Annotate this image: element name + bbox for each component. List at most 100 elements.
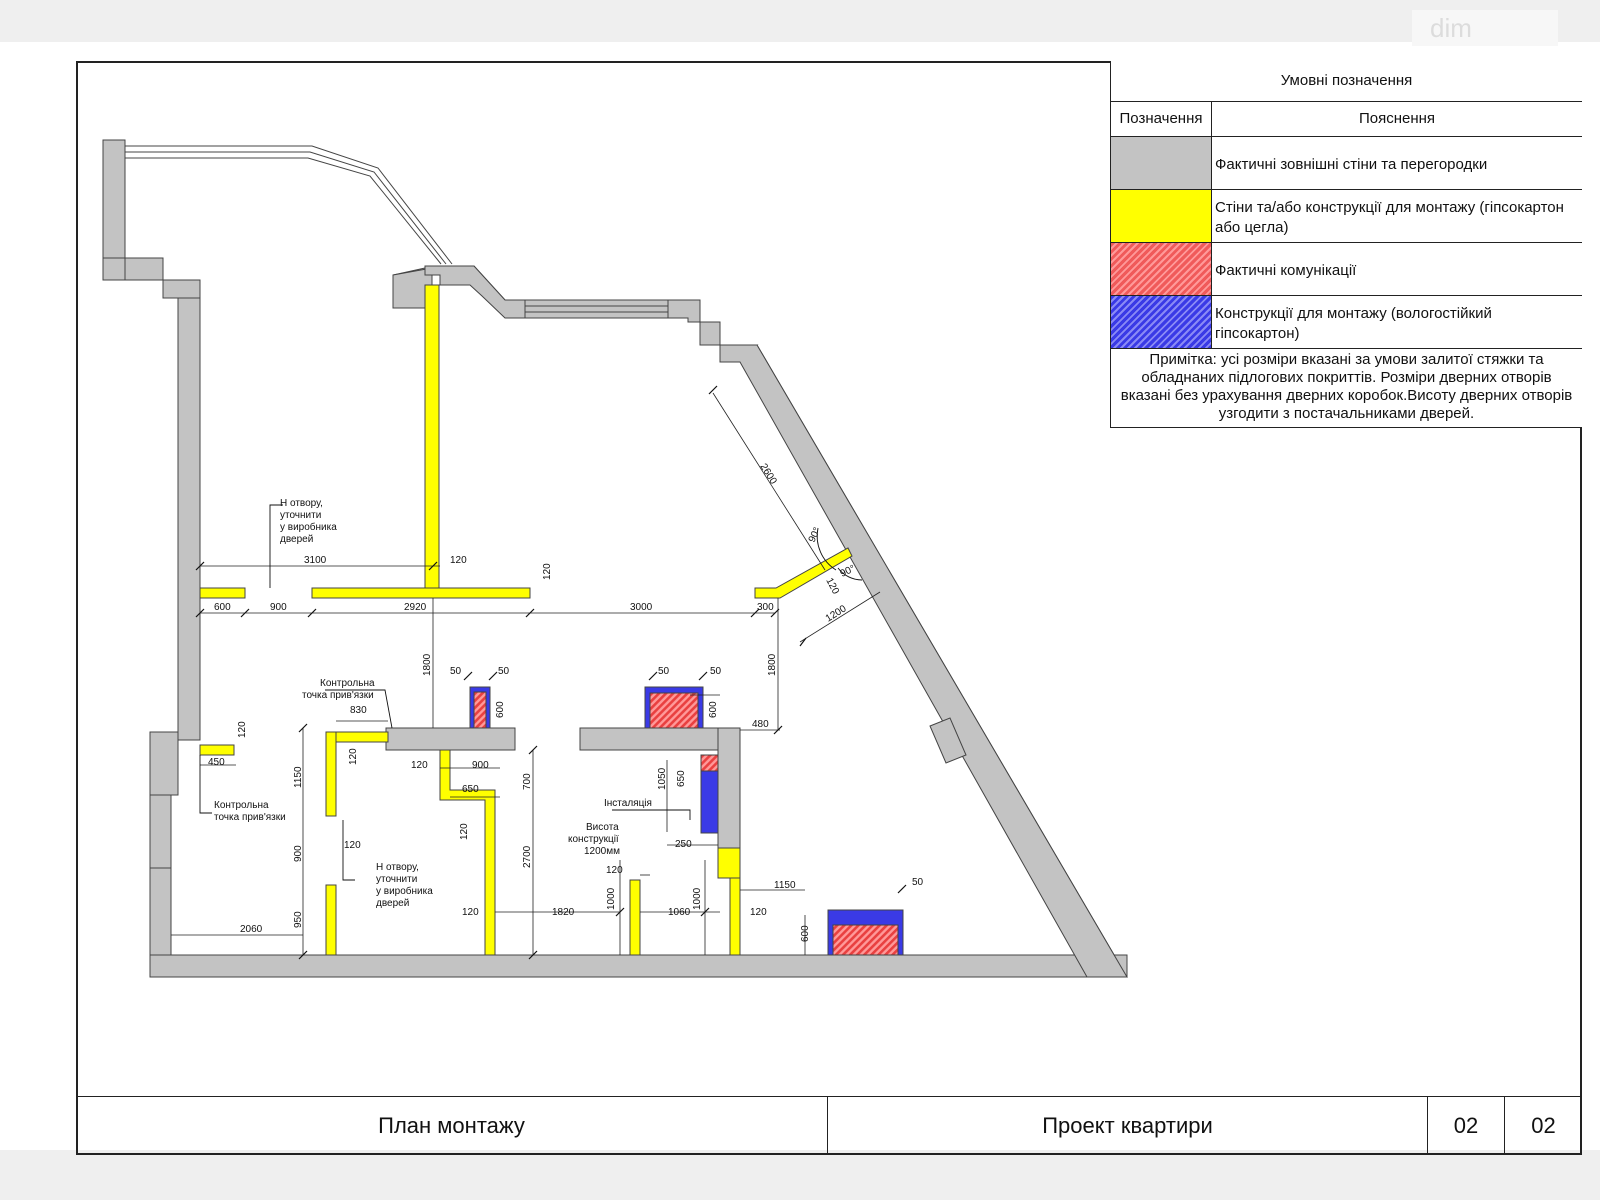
note-control-point: Контрольна [214,800,269,811]
dim-480: 480 [752,719,769,730]
dim-650: 650 [676,770,687,787]
dim-600: 600 [214,602,231,613]
legend-swatch-blue [1111,296,1212,348]
legend-table: Умовні позначення Позначення Пояснення Ф… [1110,61,1582,428]
note-door-height: уточнити [280,510,321,521]
legend-note: Примітка: усі розміри вказані за умови з… [1120,351,1573,422]
dim-600: 600 [800,925,811,942]
dim-120: 120 [750,907,767,918]
note-door-height: дверей [376,898,409,909]
dim-50: 50 [912,877,924,888]
outer-wall-segments [102,139,1128,978]
dim-120: 120 [450,555,467,566]
legend-header: Позначення Пояснення [1111,102,1582,137]
dim-50: 50 [450,666,462,677]
dim-120: 120 [462,907,479,918]
legend-swatch-yellow [1111,190,1212,242]
dim-2700: 2700 [522,845,533,868]
dim-3000: 3000 [630,602,653,613]
legend-swatch-red [1111,243,1212,295]
dim-120: 120 [823,576,841,596]
dim-1200: 1200 [824,603,849,624]
legend-col-symbol: Позначення [1111,102,1212,136]
note-control-point: точка прив'язки [302,690,374,701]
dimension-ticks [195,385,907,960]
dim-2600: 2600 [757,462,778,487]
sheet-title: План монтажу [76,1097,828,1155]
dim-900: 900 [472,760,489,771]
bottom-band [0,1150,1600,1200]
dim-120: 120 [411,760,428,771]
dim-1150: 1150 [774,880,796,891]
dim-900: 900 [293,845,304,862]
legend-desc: Конструкції для монтажу (вологостійкий г… [1215,304,1492,342]
dim-angle: 90° [839,563,857,579]
utilities [469,686,904,956]
note-door-height: дверей [280,534,313,545]
dim-50: 50 [658,666,670,677]
dim-450: 450 [208,757,225,768]
dim-angle: 90° [807,526,823,544]
dim-1150: 1150 [293,766,304,788]
note-control-point: Контрольна [320,678,375,689]
legend-row: Конструкції для монтажу (вологостійкий г… [1111,296,1582,349]
dim-830: 830 [350,705,367,716]
drawing-sheet [76,61,1582,1155]
dim-1000: 1000 [692,887,703,910]
project-name: Проект квартири [828,1097,1428,1155]
dim-50: 50 [498,666,510,677]
legend-row: Фактичні комунікації [1111,243,1582,296]
note-door-height: у виробника [376,885,433,897]
install-walls [199,284,853,956]
dim-1800: 1800 [767,653,778,676]
dim-250: 250 [675,839,692,850]
note-door-height: Н отвору, [376,862,419,873]
dim-3100: 3100 [304,555,327,566]
windows [125,145,669,869]
dim-2920: 2920 [404,602,427,613]
note-structure-height: конструкції [568,834,619,845]
dim-120: 120 [459,823,470,840]
watermark-logo: dim [1412,10,1558,46]
legend-desc: Стіни та/або конструкції для монтажу (гі… [1215,198,1564,236]
dimension-labels: 3100 120 120 600 900 2920 3000 300 2600 … [208,462,924,942]
legend-desc: Фактичні комунікації [1215,261,1357,279]
dimension-lines [171,392,881,955]
dim-120: 120 [542,563,553,580]
legend-row: Стіни та/або конструкції для монтажу (гі… [1111,190,1582,243]
dim-700: 700 [522,773,533,790]
note-installation: Інсталяція [604,798,652,809]
dim-900: 900 [270,602,287,613]
dim-1060: 1060 [668,907,691,918]
legend-desc: Фактичні зовнішні стіни та перегородки [1215,155,1488,173]
dim-300: 300 [757,602,774,613]
sheet-total: 02 [1531,1113,1556,1138]
top-band [0,0,1600,42]
dim-1050: 1050 [657,767,668,790]
note-door-height: Н отвору, [280,498,323,509]
dim-1800: 1800 [422,653,433,676]
legend-title: Умовні позначення [1111,61,1582,102]
dim-1000: 1000 [606,887,617,910]
dim-120: 120 [348,748,359,765]
note-control-point: точка прив'язки [214,812,286,823]
dim-2060: 2060 [240,924,263,935]
dim-50: 50 [710,666,722,677]
title-block: План монтажу Проект квартири 02 02 [76,1096,1582,1155]
note-door-height: у виробника [280,521,337,533]
dim-120: 120 [606,865,623,876]
legend-col-desc: Пояснення [1358,110,1436,127]
dim-600: 600 [708,701,719,718]
dim-1820: 1820 [552,907,575,918]
note-door-height: уточнити [376,874,417,885]
dim-650: 650 [462,784,479,795]
note-structure-height: 1200мм [584,846,620,857]
dim-950: 950 [293,911,304,928]
leaders [199,504,863,881]
legend-row: Фактичні зовнішні стіни та перегородки [1111,137,1582,190]
sheet-number: 02 [1428,1097,1505,1155]
dim-600: 600 [495,701,506,718]
plan-notes: Н отвору, уточнити у виробника дверей Н … [214,498,652,909]
legend-swatch-gray [1111,137,1212,189]
